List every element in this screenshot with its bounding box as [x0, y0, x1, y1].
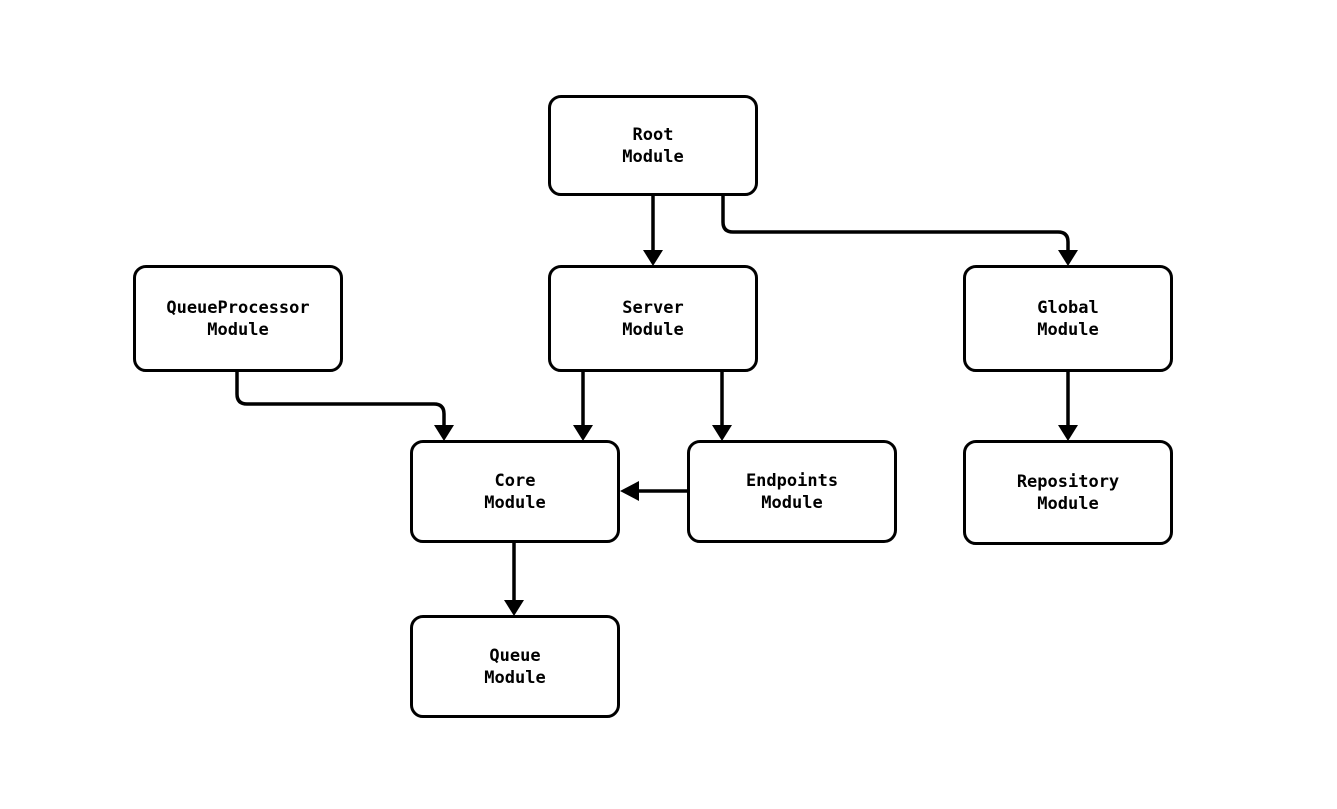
node-repository-label: Repository Module	[1016, 471, 1120, 514]
edge-server-to-core	[573, 372, 593, 441]
node-queue-label: Queue Module	[484, 645, 546, 688]
node-endpoints-label: Endpoints Module	[745, 470, 839, 513]
edge-root-to-global	[721, 196, 1078, 266]
edge-queueprocessor-to-core	[235, 372, 454, 441]
node-repository[interactable]: Repository Module	[963, 440, 1173, 545]
node-global[interactable]: Global Module	[963, 265, 1173, 372]
node-server[interactable]: Server Module	[548, 265, 758, 372]
edge-global-to-repository	[1058, 372, 1078, 441]
node-server-label: Server Module	[622, 297, 684, 340]
node-root[interactable]: Root Module	[548, 95, 758, 196]
edge-endpoints-to-core	[620, 481, 687, 501]
edge-server-to-endpoints	[712, 372, 732, 441]
node-queue[interactable]: Queue Module	[410, 615, 620, 718]
node-global-label: Global Module	[1037, 297, 1099, 340]
node-root-label: Root Module	[622, 124, 684, 167]
edge-core-to-queue	[504, 543, 524, 616]
node-endpoints[interactable]: Endpoints Module	[687, 440, 897, 543]
edge-root-to-server	[643, 196, 663, 266]
node-core-label: Core Module	[484, 470, 546, 513]
node-core[interactable]: Core Module	[410, 440, 620, 543]
node-queueprocessor-label: QueueProcessor Module	[166, 297, 310, 340]
node-queueprocessor[interactable]: QueueProcessor Module	[133, 265, 343, 372]
